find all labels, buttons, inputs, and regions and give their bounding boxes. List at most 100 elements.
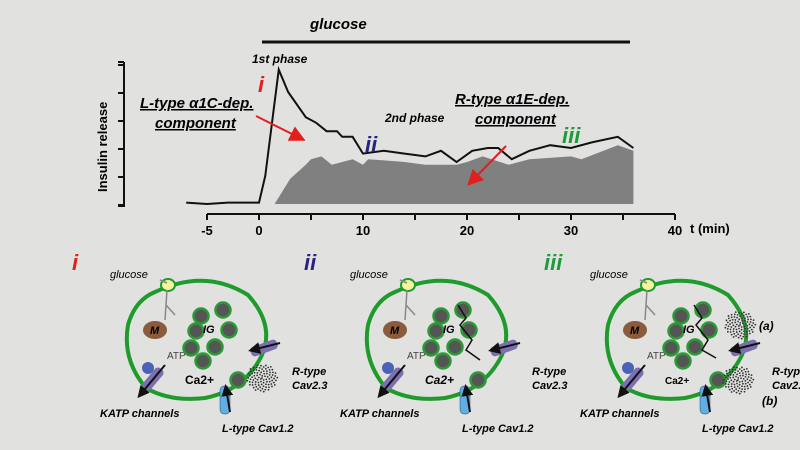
katp-subunit [622,362,634,374]
axes [118,61,676,220]
mito-label: M [390,325,400,337]
r-type-area [274,145,634,204]
panel-label: i [72,250,79,275]
first-phase-label: 1st phase [252,52,308,66]
release-dots-a [724,311,757,340]
calcium-label: Ca2+ [185,373,214,387]
mito-label: M [150,325,160,337]
ig-label: IG [203,324,215,336]
glucose-pathway-arrows [639,279,656,321]
atp-label: ATP [647,351,666,362]
insulin-line [186,65,634,206]
mitochondrion [143,321,167,339]
insulin-granule [220,321,238,339]
granule-path [693,304,717,359]
glucose-label: glucose [590,269,628,281]
insulin-granule [662,339,680,357]
insulin-granule [192,307,210,325]
katp-subunit [382,362,394,374]
r-type-arrow [728,342,761,354]
y-axis-label: Insulin release [95,102,110,192]
katp-label: KATP channels [580,408,659,420]
panel-label: ii [304,250,317,275]
calcium-label: Ca2+ [665,376,689,387]
granule-path [457,304,481,361]
glucose-label: glucose [309,16,367,33]
docked-granule [469,371,487,389]
insulin-granule [182,339,200,357]
glucose-label: glucose [110,269,148,281]
label-i: i [258,72,265,97]
calcium-label: Ca2+ [425,373,454,387]
l-component-line2: component [155,115,237,132]
r-type-label: R-type [772,366,800,378]
katp-arrow [377,364,406,399]
l-component-line1: L-type α1C-dep. [140,95,253,112]
docked-granule [229,371,247,389]
atp-label: ATP [167,351,186,362]
l-type-label: L-type Cav1.2 [462,423,534,435]
mito-label: M [630,325,640,337]
insulin-granule [432,307,450,325]
r-type-label: R-type [532,366,566,378]
label-iii: iii [562,123,581,148]
insulin-granule [460,321,478,339]
r-type-arrow [488,342,521,354]
glucose-label: glucose [350,269,388,281]
release-dots-b [722,366,755,395]
glucose-pathway-arrows [399,279,416,321]
insulin-granule [446,338,464,356]
x-axis-label: t (min) [690,221,730,236]
panel-label: iii [544,250,563,275]
katp-subunit [142,362,154,374]
atp-label: ATP [407,351,426,362]
l-arrow [255,115,306,141]
katp-arrow [137,364,166,399]
x-tick-label: 40 [668,223,682,238]
r-arrow [467,145,507,186]
insulin-granule [206,338,224,356]
insulin-granule [434,352,452,370]
mitochondrion [383,321,407,339]
katp-arrow [617,364,646,399]
r-type-label: R-type [292,366,326,378]
insulin-granule [667,322,685,340]
x-tick-label: 30 [564,223,578,238]
cell-membrane [364,278,509,401]
insulin-granule [427,322,445,340]
katp-label: KATP channels [340,408,419,420]
x-tick-label: 0 [255,223,262,238]
insulin-granule [674,352,692,370]
second-phase-label: 2nd phase [384,111,445,125]
insulin-granule [700,321,718,339]
r-type-label-2: Cav2.3 [532,380,567,392]
l-type-label: L-type Cav1.2 [222,423,294,435]
glucose-pathway-arrows [159,279,176,321]
l-type-arrow [701,384,714,413]
r-component-line2: component [475,111,557,128]
l-type-arrow [461,384,474,413]
insulin-granule [187,322,205,340]
r-component-line1: R-type α1E-dep. [455,91,569,108]
insulin-granule [454,301,472,319]
insulin-release-dots [246,364,279,393]
insulin-granule [686,338,704,356]
r-type-label-2: Cav2.3 [292,380,327,392]
x-tick-label: 10 [356,223,370,238]
insulin-granule [422,339,440,357]
cell-membrane [604,278,749,401]
l-type-label: L-type Cav1.2 [702,423,774,435]
mitochondrion [623,321,647,339]
ig-label: IG [683,324,695,336]
label-a: (a) [759,319,774,333]
katp-label: KATP channels [100,408,179,420]
ig-label: IG [443,324,455,336]
label-ii: ii [365,132,378,157]
l-type-arrow [221,384,234,413]
